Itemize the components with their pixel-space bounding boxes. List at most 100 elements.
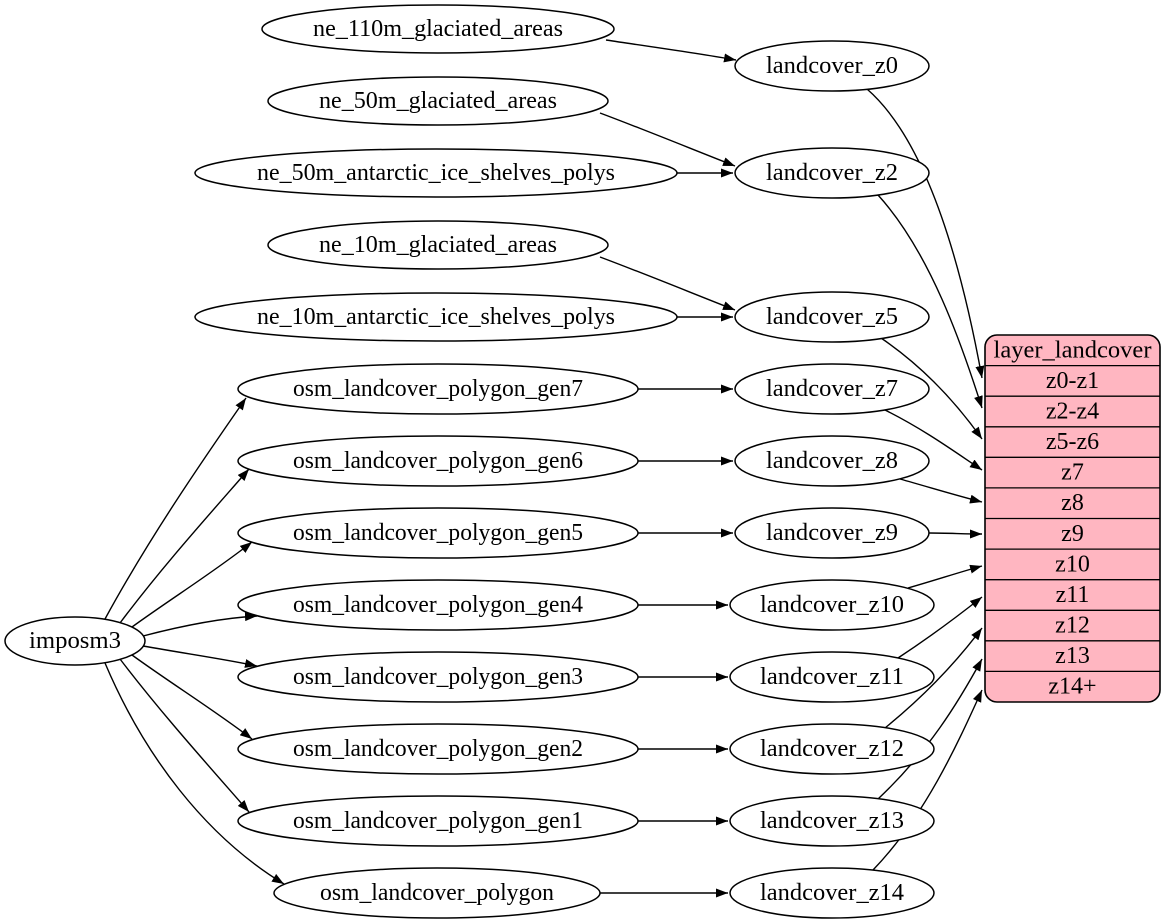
table-row-z5-z6: z5-z6 (1046, 429, 1099, 455)
node-osm_landcover_polygon_gen5-shape (237, 507, 639, 559)
node-landcover_z8-label: landcover_z8 (766, 448, 898, 474)
table-row-z14plus: z14+ (1048, 674, 1096, 700)
table-row-z0-z1: z0-z1 (1046, 368, 1099, 394)
node-landcover_z9: landcover_z9 (734, 507, 930, 559)
node-ne_50m_antarctic_ice_shelves_polys-shape (194, 148, 678, 198)
node-osm_landcover_polygon_gen4-shape (237, 579, 639, 631)
edge-z9-table (928, 529, 983, 539)
node-landcover_z0-label: landcover_z0 (766, 53, 898, 79)
node-ne_110m_glaciated_areas: ne_110m_glaciated_areas (261, 4, 615, 54)
edge-imposm3-gen4 (142, 612, 258, 637)
edge-z8-table (899, 478, 983, 504)
node-ne_50m_antarctic_ice_shelves_polys-label: ne_50m_antarctic_ice_shelves_polys (257, 160, 615, 186)
table-layer_landcover: layer_landcover z0-z1 z2-z4 z5-z6 z7 z8 … (984, 334, 1161, 703)
node-landcover_z9-label: landcover_z9 (766, 520, 898, 546)
node-landcover_z7: landcover_z7 (734, 363, 930, 415)
node-landcover_z13: landcover_z13 (729, 795, 935, 847)
edge-z0-table (866, 88, 985, 379)
node-osm_landcover_polygon_gen3: osm_landcover_polygon_gen3 (237, 651, 639, 703)
node-ne_10m_glaciated_areas-shape (267, 220, 609, 270)
edge-z14-table (872, 689, 983, 871)
node-landcover_z14: landcover_z14 (729, 867, 935, 919)
node-landcover_z8: landcover_z8 (734, 435, 930, 487)
node-landcover_z8-shape (734, 435, 930, 487)
node-landcover_z11: landcover_z11 (729, 651, 935, 703)
node-landcover_z0: landcover_z0 (734, 40, 930, 92)
node-osm_landcover_polygon_gen3-shape (237, 651, 639, 703)
node-ne_50m_antarctic_ice_shelves_polys: ne_50m_antarctic_ice_shelves_polys (194, 148, 678, 198)
node-osm_landcover_polygon: osm_landcover_polygon (273, 867, 601, 919)
edge-imposm3-gen3 (142, 645, 258, 668)
node-osm_landcover_polygon_gen1-label: osm_landcover_polygon_gen1 (293, 808, 583, 834)
node-landcover_z2-label: landcover_z2 (766, 160, 898, 186)
node-osm_landcover_polygon_gen7-shape (237, 363, 639, 415)
node-osm_landcover_polygon-shape (273, 867, 601, 919)
node-landcover_z9-shape (734, 507, 930, 559)
node-landcover_z12: landcover_z12 (729, 723, 935, 775)
edge-z5-table (880, 337, 983, 440)
table-row-z2-z4: z2-z4 (1046, 399, 1099, 425)
edge-imposm3-gen6 (119, 468, 250, 624)
node-ne_10m_glaciated_areas: ne_10m_glaciated_areas (267, 220, 609, 270)
node-landcover_z5: landcover_z5 (734, 291, 930, 343)
node-landcover_z5-shape (734, 291, 930, 343)
edge-ne10m-glaciated-z5 (599, 256, 736, 311)
table-row-z10: z10 (1055, 551, 1090, 577)
node-landcover_z7-shape (734, 363, 930, 415)
node-osm_landcover_polygon_gen7: osm_landcover_polygon_gen7 (237, 363, 639, 415)
node-ne_10m_antarctic_ice_shelves_polys: ne_10m_antarctic_ice_shelves_polys (194, 292, 678, 342)
table-row-z9: z9 (1061, 521, 1084, 547)
edge-ne110m-z0 (605, 39, 737, 63)
edge-z11-table (897, 596, 983, 659)
node-osm_landcover_polygon_gen2-label: osm_landcover_polygon_gen2 (293, 736, 583, 762)
table-title: layer_landcover (994, 338, 1152, 364)
node-landcover_z12-shape (729, 723, 935, 775)
edge-z7-table (884, 409, 983, 471)
node-landcover_z10-shape (729, 579, 935, 631)
node-landcover_z10: landcover_z10 (729, 579, 935, 631)
edge-imposm3-gen7 (104, 397, 247, 620)
node-landcover_z11-shape (729, 651, 935, 703)
node-ne_50m_glaciated_areas-shape (267, 76, 609, 126)
node-imposm3: imposm3 (4, 616, 146, 666)
edge-imposm3-gen5 (131, 541, 253, 628)
table-row-z7: z7 (1061, 460, 1084, 486)
node-ne_10m_antarctic_ice_shelves_polys-shape (194, 292, 678, 342)
edge-z12-table (884, 627, 983, 729)
node-ne_50m_glaciated_areas: ne_50m_glaciated_areas (267, 76, 609, 126)
node-landcover_z13-shape (729, 795, 935, 847)
node-osm_landcover_polygon_gen3-label: osm_landcover_polygon_gen3 (293, 664, 583, 690)
node-osm_landcover_polygon_gen2-shape (237, 723, 639, 775)
node-osm_landcover_polygon_gen6: osm_landcover_polygon_gen6 (237, 435, 639, 487)
edge-z13-table (877, 658, 983, 800)
node-osm_landcover_polygon_gen6-shape (237, 435, 639, 487)
table-row-z13: z13 (1055, 643, 1090, 669)
node-osm_landcover_polygon_gen1: osm_landcover_polygon_gen1 (237, 795, 639, 847)
edge-z10-table (907, 564, 983, 589)
node-imposm3-shape (4, 616, 146, 666)
node-osm_landcover_polygon-label: osm_landcover_polygon (320, 880, 554, 906)
node-osm_landcover_polygon_gen7-label: osm_landcover_polygon_gen7 (293, 376, 583, 402)
edge-imposm3-polygon (104, 662, 285, 885)
node-ne_10m_antarctic_ice_shelves_polys-label: ne_10m_antarctic_ice_shelves_polys (257, 304, 615, 330)
node-osm_landcover_polygon_gen4-label: osm_landcover_polygon_gen4 (293, 592, 583, 618)
edge-group (104, 39, 985, 898)
node-landcover_z13-label: landcover_z13 (760, 808, 904, 834)
table-row-z11: z11 (1056, 582, 1090, 608)
node-landcover_z2: landcover_z2 (734, 147, 930, 199)
node-osm_landcover_polygon_gen2: osm_landcover_polygon_gen2 (237, 723, 639, 775)
edge-imposm3-gen2 (131, 654, 253, 740)
node-landcover_z10-label: landcover_z10 (760, 592, 904, 618)
node-landcover_z12-label: landcover_z12 (760, 736, 904, 762)
node-landcover_z14-label: landcover_z14 (760, 880, 904, 906)
table-row-z12: z12 (1055, 613, 1090, 639)
node-osm_landcover_polygon_gen1-shape (237, 795, 639, 847)
node-landcover_z5-label: landcover_z5 (766, 304, 898, 330)
node-ne_10m_glaciated_areas-label: ne_10m_glaciated_areas (319, 232, 557, 258)
node-ne_50m_glaciated_areas-label: ne_50m_glaciated_areas (319, 88, 557, 114)
node-osm_landcover_polygon_gen6-label: osm_landcover_polygon_gen6 (293, 448, 583, 474)
node-ne_110m_glaciated_areas-shape (261, 4, 615, 54)
edge-ne50m-glaciated-z2 (599, 112, 736, 167)
